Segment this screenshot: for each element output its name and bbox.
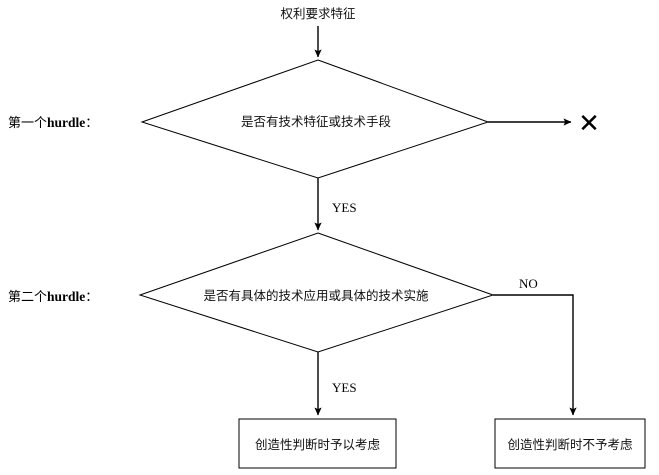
edge-label-no-2: NO bbox=[519, 276, 538, 291]
connector-decision2-no-to-outcome2 bbox=[493, 294, 577, 416]
reject-x-icon: ✕ bbox=[578, 109, 600, 139]
hurdle-2-label: 第二个hurdle： bbox=[8, 289, 98, 305]
decision-1-label: 是否有技术特征或技术手段 bbox=[241, 114, 391, 129]
decision-2-label: 是否有具体的技术应用或具体的技术实施 bbox=[203, 288, 429, 303]
claim-feature-label: 权利要求特征 bbox=[280, 6, 356, 21]
hurdle-1-label-colon: ： bbox=[85, 116, 98, 131]
outcome-not-consider-label: 创造性判断时不予考虑 bbox=[507, 437, 633, 452]
hurdle-1-label-latin: hurdle bbox=[47, 115, 85, 130]
edge-label-yes-1: YES bbox=[332, 200, 357, 215]
hurdle-1-label-cjk: 第一个 bbox=[8, 116, 47, 131]
hurdle-1-label: 第一个hurdle： bbox=[8, 115, 98, 131]
outcome-consider-label: 创造性判断时予以考虑 bbox=[255, 437, 381, 452]
hurdle-2-label-colon: ： bbox=[85, 290, 98, 305]
edge-label-yes-2: YES bbox=[332, 380, 357, 395]
hurdle-2-label-cjk: 第二个 bbox=[8, 290, 47, 305]
hurdle-2-label-latin: hurdle bbox=[47, 289, 85, 304]
outcome-consider-box bbox=[238, 418, 397, 469]
outcome-not-consider-box bbox=[494, 418, 646, 469]
